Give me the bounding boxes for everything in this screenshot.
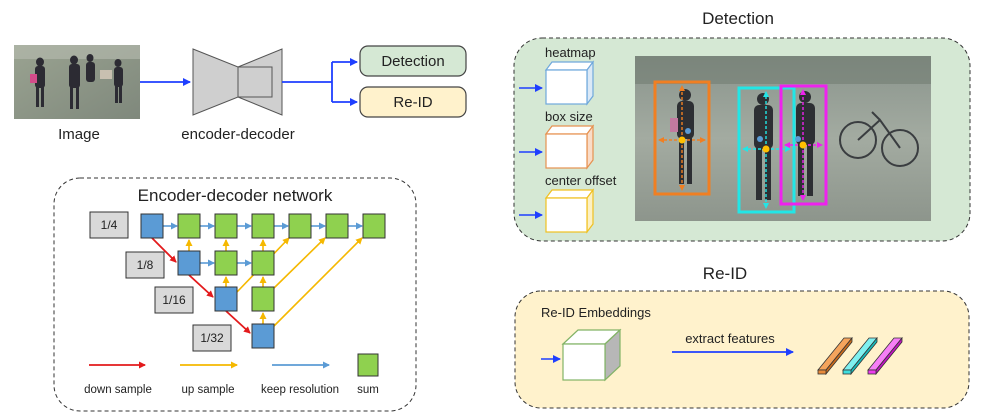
detection-title: Detection xyxy=(702,9,774,28)
head-label-heatmap: heatmap xyxy=(545,45,596,60)
orange-box xyxy=(653,80,711,196)
encoder-branch-arrows xyxy=(282,62,333,102)
head-label-center-offset: center offset xyxy=(545,173,617,188)
reid-embedding-cube xyxy=(561,328,622,382)
reid-button-label: Re-ID xyxy=(393,94,432,111)
center-offset-cube xyxy=(544,188,595,234)
keep-resolution-arrows xyxy=(163,222,363,267)
head-label-box-size: box size xyxy=(545,109,593,124)
legend-sum: sum xyxy=(357,384,379,396)
encoder-decoder-shape xyxy=(192,48,283,116)
reid-title: Re-ID xyxy=(703,264,747,283)
detection-button[interactable]: Detection xyxy=(359,45,467,77)
heatmap-cube xyxy=(544,60,595,106)
extract-features-label: extract features xyxy=(685,331,775,346)
feature-vector-cyan xyxy=(842,336,878,376)
input-image xyxy=(14,45,140,119)
magenta-box xyxy=(779,84,828,206)
legend-down-sample: down sample xyxy=(84,384,152,396)
cyan-box xyxy=(737,86,796,214)
scale-label-1-4: 1/4 xyxy=(101,218,118,232)
down-sample-arrows xyxy=(151,237,251,334)
scale-label-1-16: 1/16 xyxy=(162,293,186,307)
feature-vector-orange xyxy=(817,336,853,376)
legend-up-sample: up sample xyxy=(181,384,234,396)
legend-keep-resolution: keep resolution xyxy=(261,384,339,396)
blue-nodes xyxy=(140,213,275,349)
encoder-label: encoder-decoder xyxy=(181,126,294,143)
box-size-cube xyxy=(544,124,595,170)
legend-sum-node xyxy=(357,353,379,377)
network-legend: down sample up sample keep resolution su… xyxy=(84,353,379,396)
head-input-arrows xyxy=(519,84,543,219)
detection-button-label: Detection xyxy=(381,53,444,70)
image-label: Image xyxy=(58,126,100,143)
scale-label-1-8: 1/8 xyxy=(137,258,154,272)
feature-vector-magenta xyxy=(867,336,903,376)
reid-button[interactable]: Re-ID xyxy=(359,86,467,118)
green-nodes xyxy=(177,213,386,312)
overview-pipeline: Image encoder-decoder Detection Re-ID xyxy=(14,45,467,143)
network-panel: Encoder-decoder network 1/4 1/8 1/16 1/3… xyxy=(53,177,417,412)
scale-label-1-32: 1/32 xyxy=(200,331,224,345)
reid-embeddings-label: Re-ID Embeddings xyxy=(541,305,651,320)
network-title: Encoder-decoder network xyxy=(138,186,333,205)
reid-panel: Re-ID Re-ID Embeddings extract features xyxy=(514,264,970,409)
detection-panel: Detection heatmap box size center offset xyxy=(513,9,971,242)
scale-labels: 1/4 1/8 1/16 1/32 xyxy=(89,211,232,352)
